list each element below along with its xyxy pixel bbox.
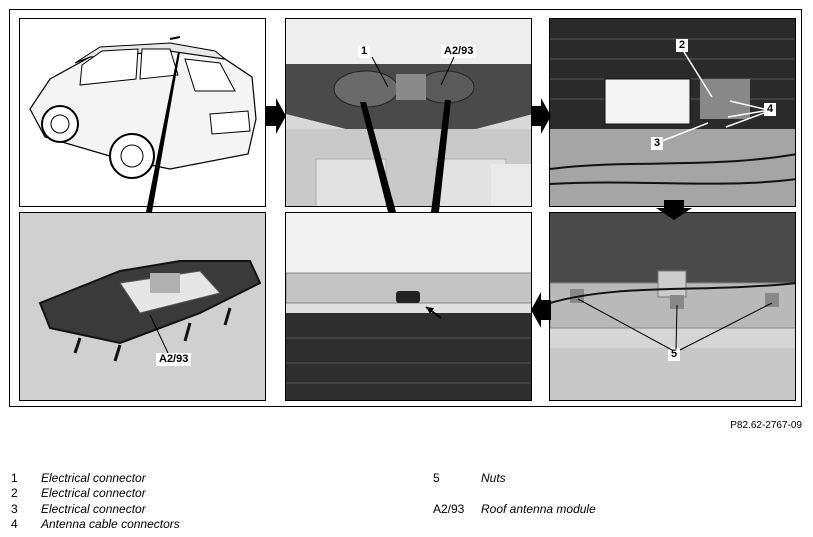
legend-id: 3 [11,502,18,516]
label-4: 4 [764,103,777,116]
label-5: 5 [668,348,681,361]
figure-reference: P82.62-2767-09 [730,420,802,431]
label-a2-93: A2/93 [441,45,477,58]
legend-text: Nuts [481,471,506,485]
legend-text: Electrical connector [41,502,146,516]
panel-vehicle [19,18,266,207]
panel-headliner [285,212,532,401]
label-2: 2 [676,39,689,52]
rear-interior-photo [286,19,531,206]
connectors-photo [550,19,795,206]
arrow-right-icon [531,98,551,134]
legend-text: Electrical connector [41,471,146,485]
arrow-right-icon [266,98,286,134]
panel-rear-interior: 1 A2/93 [285,18,532,207]
arrow-left-icon [531,292,551,328]
arrow-down-icon [656,200,692,220]
panel-nuts: 5 [549,212,796,401]
legend-text: Antenna cable connectors [41,517,180,531]
label-3: 3 [651,137,664,150]
headliner-photo [286,213,531,400]
legend-id: 5 [433,471,440,485]
antenna-module-photo [20,213,265,400]
legend-id: A2/93 [433,502,465,516]
label-1: 1 [358,45,371,58]
legend-text: Roof antenna module [481,502,596,516]
nuts-photo [550,213,795,400]
label-a2-93-module: A2/93 [156,353,192,366]
illustration-frame: 1 A2/93 2 4 3 [9,9,802,407]
legend-text: Electrical connector [41,486,146,500]
legend-id: 1 [11,471,18,485]
panel-antenna-module: A2/93 [19,212,266,401]
legend-id: 4 [11,517,18,531]
legend-id: 2 [11,486,18,500]
panel-connectors: 2 4 3 [549,18,796,207]
vehicle-drawing [20,19,265,206]
